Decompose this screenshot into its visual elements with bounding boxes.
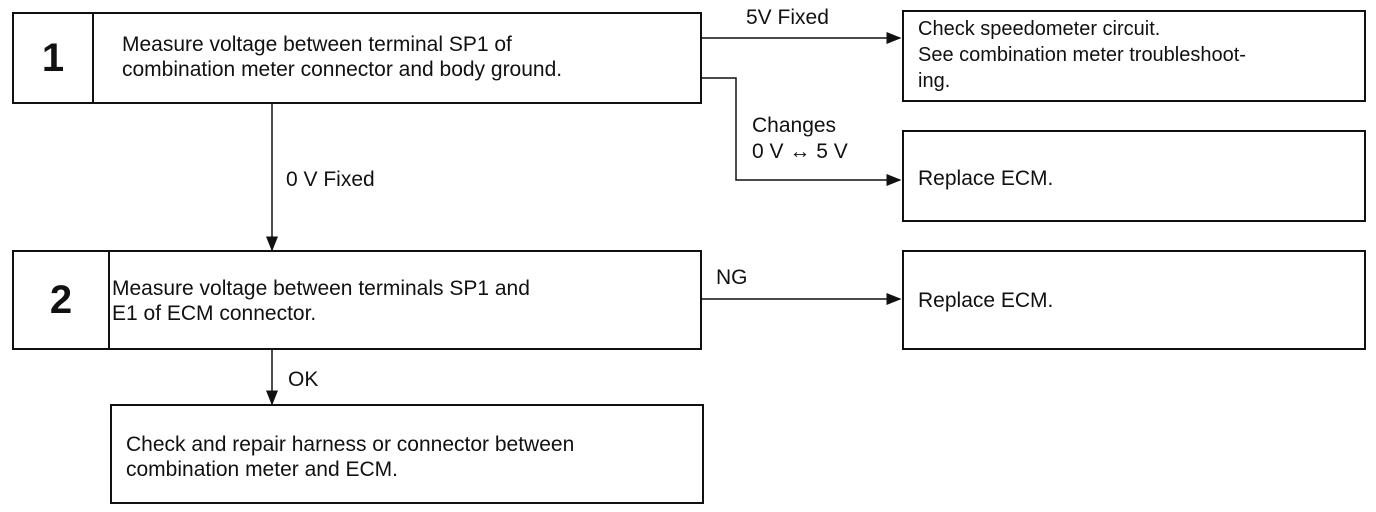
result-speedometer-line3: ing. (918, 70, 951, 92)
label-ok: OK (288, 368, 319, 391)
result-speedometer-text: Check speedometer circuit. See combinati… (918, 16, 1246, 94)
step-1-number: 1 (14, 14, 94, 102)
result-replace-ecm-1-box: Replace ECM. (902, 130, 1366, 222)
result-repair-harness-text: Check and repair harness or connector be… (126, 432, 574, 482)
label-changes-line1: Changes (752, 114, 837, 137)
arrow-changes (700, 77, 902, 186)
step-2-box: 2 Measure voltage between terminals SP1 … (12, 250, 702, 350)
result-repair-harness-line1: Check and repair harness or connector be… (126, 433, 575, 456)
result-repair-harness-box: Check and repair harness or connector be… (110, 404, 704, 504)
step-1-line2: combination meter connector and body gro… (122, 58, 563, 81)
label-zero-v-fixed: 0 V Fixed (286, 168, 375, 191)
step-2-text: Measure voltage between terminals SP1 an… (112, 276, 530, 326)
result-replace-ecm-1-text: Replace ECM. (918, 167, 1054, 190)
step-1-box: 1 Measure voltage between terminal SP1 o… (12, 12, 702, 104)
result-speedometer-box: Check speedometer circuit. See combinati… (902, 10, 1366, 102)
result-replace-ecm-2-box: Replace ECM. (902, 250, 1366, 350)
result-speedometer-line1: Check speedometer circuit. (918, 18, 1161, 40)
label-changes-line2: 0 V ↔ 5 V (752, 140, 848, 163)
label-ng: NG (716, 266, 748, 289)
result-speedometer-line2: See combination meter troubleshoot- (918, 44, 1246, 66)
label-five-v-fixed: 5V Fixed (746, 6, 829, 29)
step-1-line1: Measure voltage between terminal SP1 of (122, 33, 512, 56)
step-1-text: Measure voltage between terminal SP1 of … (122, 32, 562, 82)
step-2-number: 2 (14, 252, 110, 348)
result-replace-ecm-2-text: Replace ECM. (918, 289, 1054, 312)
result-repair-harness-line2: combination meter and ECM. (126, 458, 398, 481)
step-2-line1: Measure voltage between terminals SP1 an… (112, 277, 530, 300)
step-2-line2: E1 of ECM connector. (112, 302, 317, 325)
